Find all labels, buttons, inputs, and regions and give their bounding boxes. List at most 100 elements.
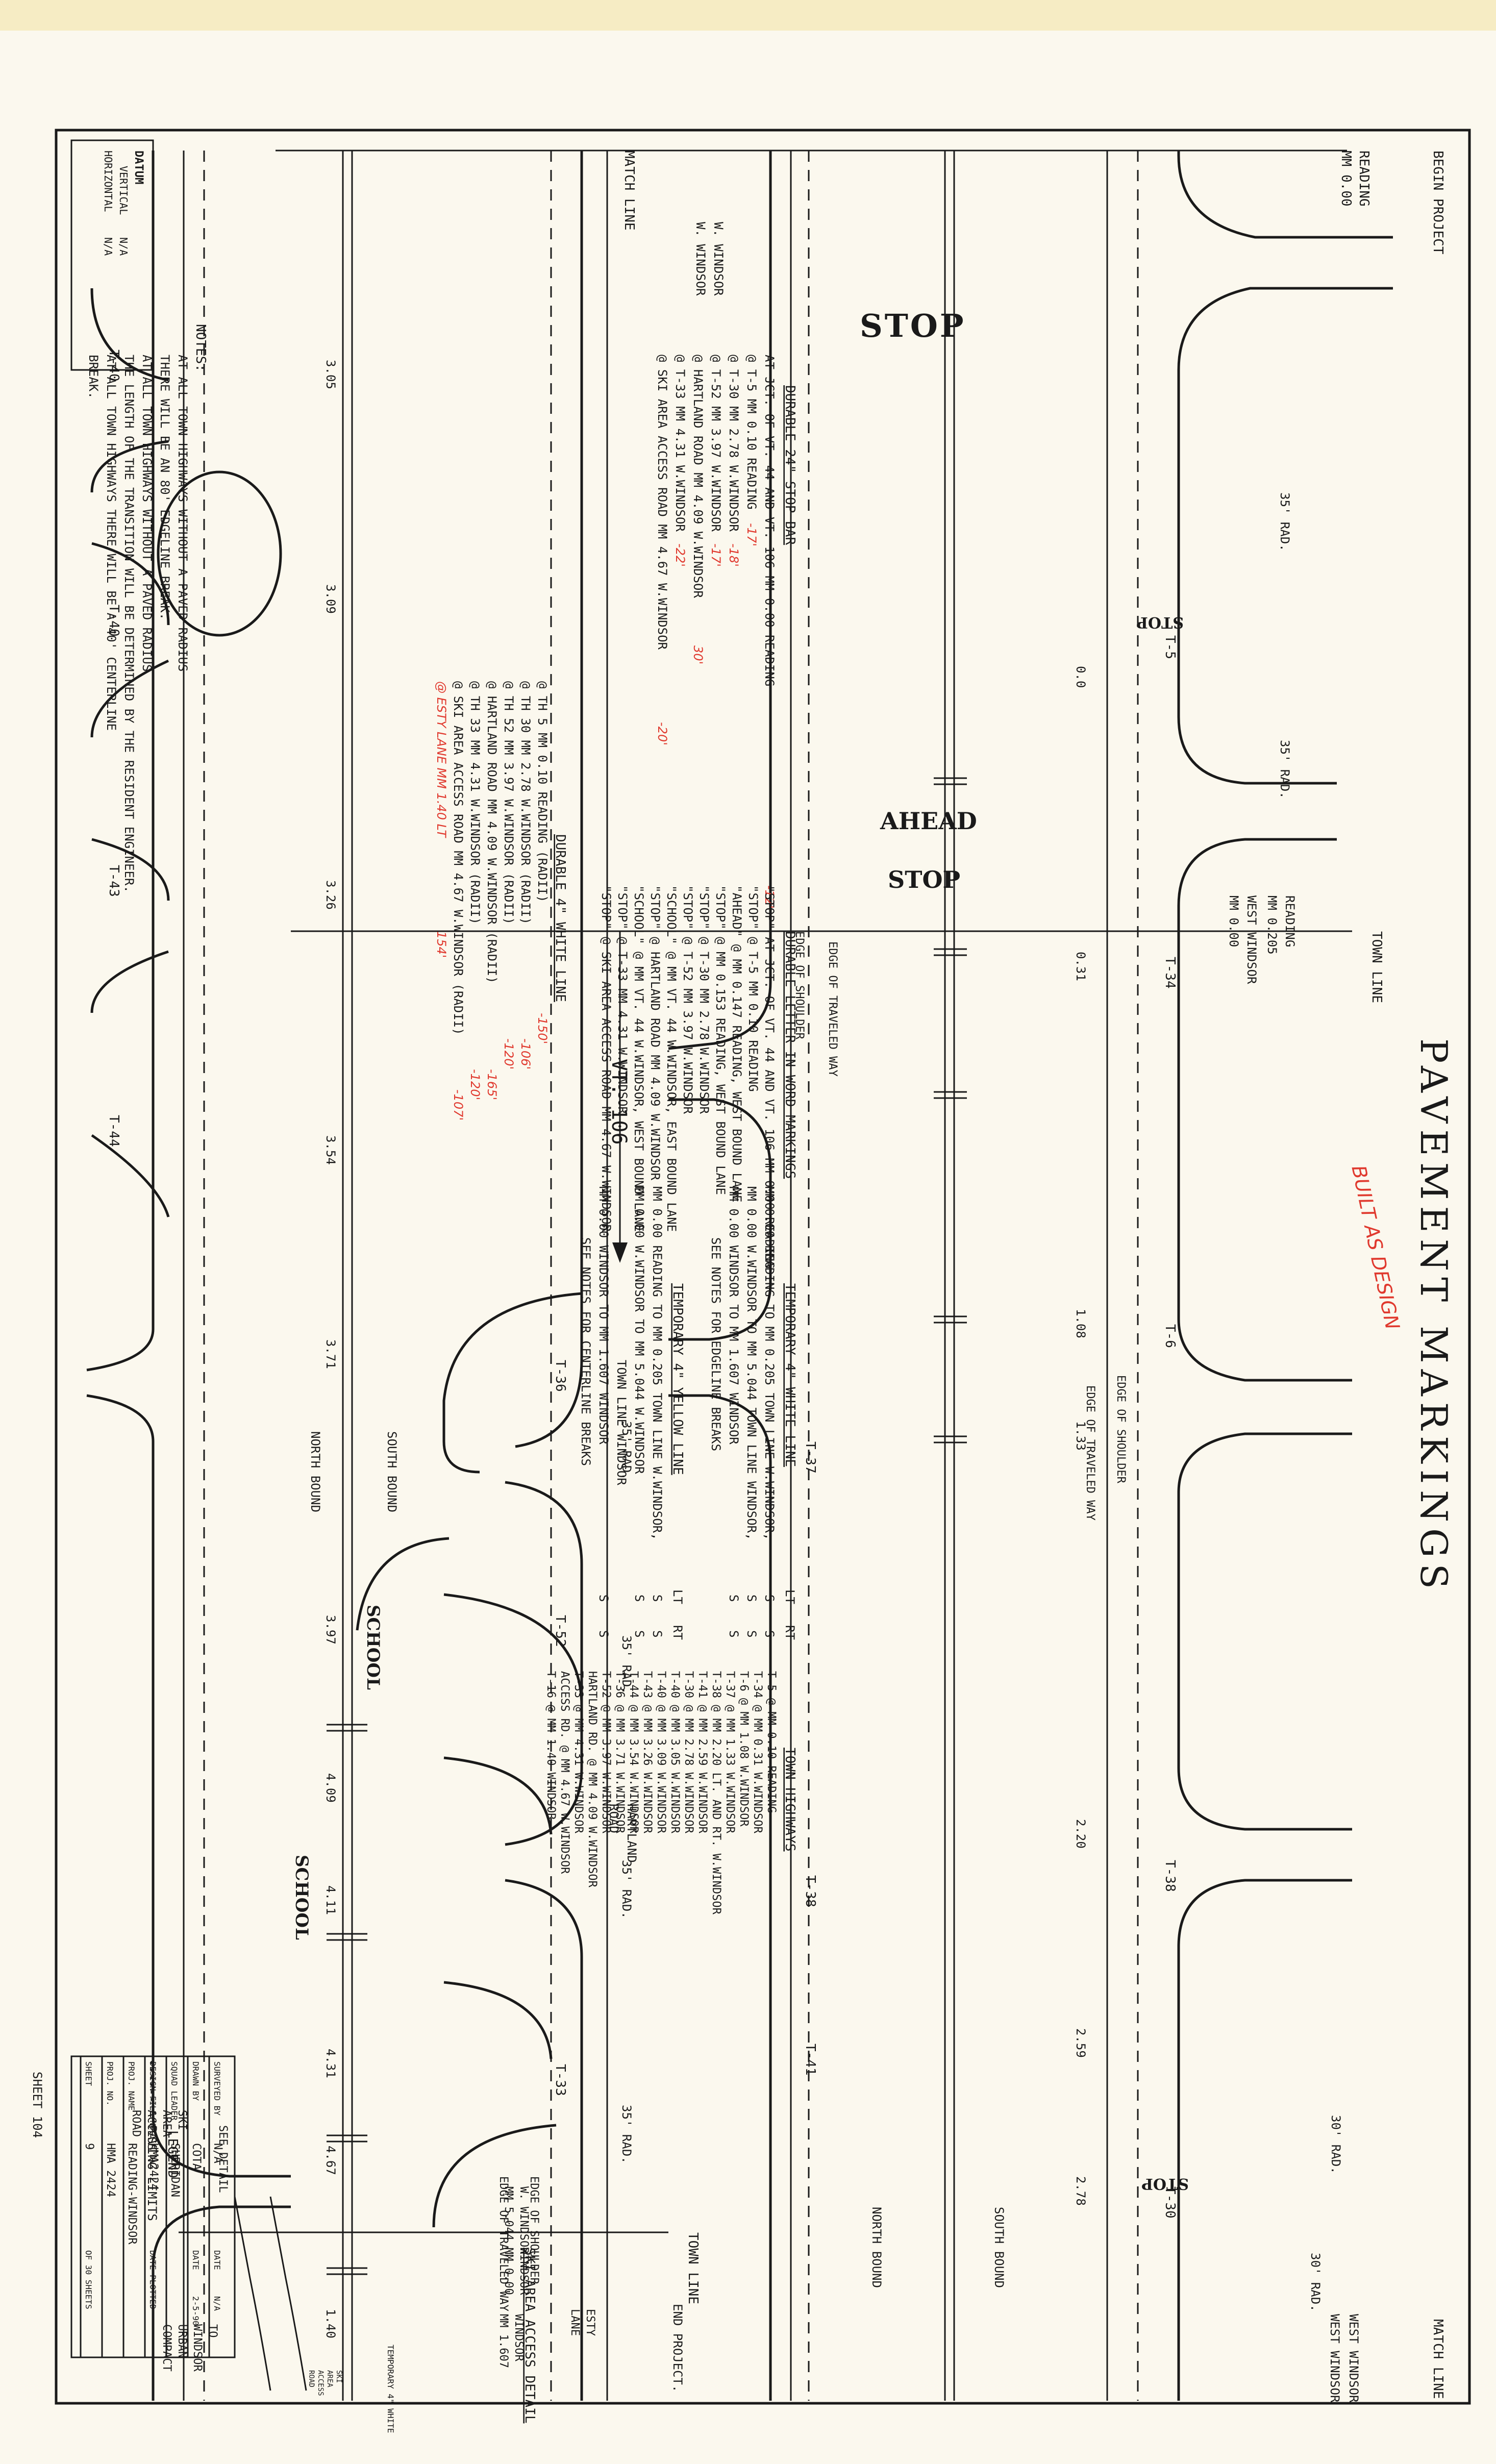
ahead-word: AHEAD (880, 807, 977, 835)
milepost-4-67: 4.67 (323, 2146, 338, 2175)
title-block-cell: DESIGN FILE NO. (148, 2061, 158, 2135)
temp-yellow-row-4: SEE NOTES FOR CENTERLINE BREAKS (579, 1237, 593, 1466)
th-item-3: T-37 @ MM 1.33 W.WINDSOR (724, 1671, 736, 1834)
edge-traveled-label-3: EDGE OF TRAVELED WAY (497, 2176, 510, 2311)
white-red-2: -120' (502, 1038, 516, 1069)
detail-road (234, 2196, 307, 2391)
temp-yellow-row-0-rt: S (650, 1630, 664, 1637)
letter-heading: DURABLE LETTER IN WORD MARKINGS (782, 931, 797, 1179)
th-item-13: HARTLAND RD. @ MM 4.09 W.WINDSOR (586, 1671, 599, 1888)
title-block-cell: N/A (211, 2143, 224, 2163)
milepost-4-31: 4.31 (323, 2049, 338, 2078)
t40-loop (157, 470, 282, 637)
north-bound-lower: NORTH BOUND (308, 1431, 322, 1512)
radius-label-5: 35' RAD. (619, 1421, 634, 1480)
letter-item-2: "AHEAD" @ MM 0.147 READING, WEST BOUND L… (730, 885, 744, 1202)
route-arrow-head (612, 1242, 628, 1263)
road-t38b: T-38 (803, 1875, 818, 1907)
south-bound-label: SOUTH BOUND (992, 2207, 1006, 2288)
road-t30: T-30 (1162, 2186, 1178, 2219)
legend: LEGEND ------ = PAVING LIMITS (145, 2059, 180, 2221)
milepost-3-09: 3.09 (323, 584, 338, 614)
lower-north-edge (505, 151, 583, 2401)
stop-bar-red-1: -17' (744, 523, 759, 546)
detail-ski-3: ACCESS (316, 2370, 325, 2396)
milepost-1-33: 1.33 (1074, 1421, 1088, 1451)
windsor-1607: WINDSOR (512, 2314, 525, 2361)
town-line-label: TOWN LINE (1369, 931, 1384, 1003)
milepost-2-78: 2.78 (1074, 2176, 1088, 2206)
road-t6: T-6 (1162, 1324, 1178, 1348)
stop-word-ahead: STOP (888, 866, 960, 893)
road-t37: T-37 (803, 1441, 818, 1474)
temp-white-row-0-lt: S (762, 1595, 777, 1602)
datum-horizontal-value: N/A (102, 237, 114, 256)
milepost-3-26: 3.26 (323, 880, 338, 910)
stop-bar-item-4: @ HARTLAND ROAD MM 4.09 W.WINDSOR (691, 355, 705, 598)
hartland-road-1: HARTLAND (625, 1804, 639, 1863)
road-t38: T-38 (1162, 1860, 1178, 1892)
road-t34: T-34 (1162, 957, 1178, 989)
stop-bar-item-2: @ T-30 MM 2.78 W.WINDSOR (727, 355, 741, 532)
milepost-1-08: 1.08 (1074, 1309, 1088, 1338)
temp-white-row-1: MM 0.00 W.WINDSOR TO MM 5.044 TOWN LINE … (744, 1186, 759, 1540)
bottom-roads (90, 288, 170, 1217)
to-windsor-1: TO (206, 2324, 219, 2338)
temp-yellow-row-3: MM 0.00 WINDSOR TO MM 1.607 WINDSOR (596, 1186, 611, 1445)
reading-begin-label: READING (1356, 151, 1372, 207)
w-windsor-a: W. WINDSOR (711, 222, 726, 296)
to-windsor-2: WINDSOR (191, 2324, 204, 2372)
edge-shoulder-label-1: EDGE OF SHOULDER (1114, 1375, 1127, 1484)
title-block-cell: DATE PLOTTED (148, 2250, 158, 2309)
reading-begin-mm: MM 0.00 (1338, 151, 1354, 207)
begin-project-label: BEGIN PROJECT (1430, 151, 1445, 255)
road-t44: T-44 (106, 1115, 121, 1147)
temp-white-row-1-rt: S (744, 1630, 759, 1637)
stop-bar-list: DURABLE 24" STOP BAR AT JCT. OF VT. 44 A… (655, 355, 797, 909)
edge-shoulder-label-3: EDGE OF SHOULDER (528, 2176, 540, 2285)
note-line-5: BREAK. (86, 355, 101, 399)
west-windsor-end-2: WEST WINDSOR (1328, 2314, 1342, 2403)
west-windsor-tl-mm: MM 0.00 (1227, 895, 1241, 947)
temp-yellow-row-0: MM 0.00 READING TO MM 0.205 TOWN LINE W.… (650, 1186, 664, 1540)
white-line-list: DURABLE 4" WHITE LINE @ TH 5 MM 0.10 REA… (434, 681, 568, 1121)
hartland-road-2: ROAD (607, 1804, 621, 1833)
road-t33: T-33 (553, 2064, 568, 2096)
road-t5: T-5 (1162, 635, 1178, 659)
sheet-title: PAVEMENT MARKINGS (1412, 1038, 1455, 1595)
milepost-0-31: 0.31 (1074, 952, 1088, 981)
paper-band (0, 0, 1496, 31)
note-line-0: AT ALL TOWN HIGHWAYS WITHOUT A PAVED RAD… (176, 355, 190, 671)
note-line-3: THE LENGTH OF THE TRANSITION WILL BE DET… (122, 355, 136, 893)
centerline-ticks (934, 777, 967, 1443)
title-block-cell: 9 (83, 2143, 95, 2150)
title-block-cell: 2-5-90 (191, 2296, 201, 2326)
th-item-15: ACCESS RD. @ MM 4.67 W.WINDSOR (558, 1671, 571, 1874)
white-red-extra-len: 154' (434, 931, 448, 958)
notes-block: NOTES: AT ALL TOWN HIGHWAYS WITHOUT A PA… (86, 324, 208, 893)
reading-tl-mm: MM 0.205 (1265, 895, 1279, 955)
milepost-2-59: 2.59 (1074, 2028, 1088, 2058)
th-item-5: T-41 @ MM 2.59 W.WINDSOR (696, 1671, 709, 1834)
note-line-1: THERE WILL BE AN 80' EDGELINE BREAK. (158, 355, 172, 620)
datum-vertical-value: N/A (117, 237, 130, 256)
ski-area-detail: SKI AREA ACCESS DETAIL TEMPORARY 4" WHIT… (234, 2196, 537, 2433)
white-red-4: -120' (468, 1069, 482, 1100)
datum-box (70, 139, 154, 371)
lower-intersections (356, 1292, 583, 2228)
stop-word-begin: STOP (860, 307, 966, 344)
letter-item-8: "SCHOOL" @ MM VT. 44 W.WINDSOR, WEST BOU… (632, 885, 646, 1232)
th-item-8: T-40 @ MM 3.09 W.WINDSOR (655, 1671, 667, 1834)
title-block-cell: PROJ. NO. (105, 2061, 115, 2106)
west-windsor-tl-label: WEST WINDSOR (1244, 895, 1259, 984)
stop-bar-item-3: @ T-52 MM 3.97 W.WINDSOR (709, 355, 723, 532)
temp-yellow-row-1: MM 0.00 W.WINDSOR TO MM 5.044 W.WINDSOR (632, 1186, 646, 1474)
th-item-16: T-16 @ MM 1.40 WINDSOR (544, 1671, 557, 1820)
letter-item-1: "STOP" @ T-5 MM 0.10 READING (746, 885, 760, 1092)
stop-bar-red-3: -17' (709, 543, 723, 567)
lower-centerline-ticks (327, 1724, 367, 2275)
stop-word-t5: STOP (1136, 613, 1184, 631)
title-block-cell: READING-WINDSOR (126, 2143, 138, 2245)
th-item-11: T-36 @ MM 3.71 W.WINDSOR (613, 1671, 626, 1834)
